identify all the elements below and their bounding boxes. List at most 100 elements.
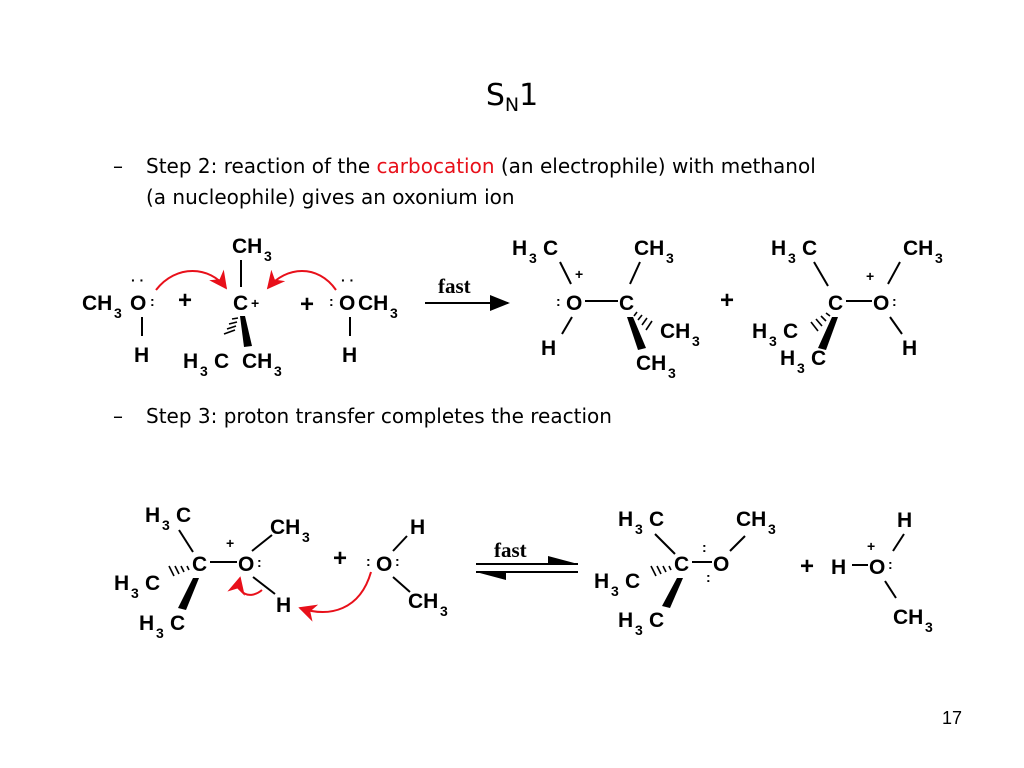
svg-text:C: C xyxy=(828,292,843,315)
svg-text:+: + xyxy=(575,266,583,282)
svg-text::: : xyxy=(150,293,155,309)
svg-text:H: H xyxy=(114,572,129,595)
svg-text:3: 3 xyxy=(768,521,776,537)
svg-text:H: H xyxy=(771,237,786,260)
svg-text::: : xyxy=(892,293,897,309)
svg-text:H: H xyxy=(618,508,633,531)
svg-text:H: H xyxy=(594,570,609,593)
svg-text:3: 3 xyxy=(114,305,122,321)
svg-text:3: 3 xyxy=(131,585,139,601)
methanol-left: · · CH 3 O : H xyxy=(82,272,155,367)
electron-arrow xyxy=(266,269,337,291)
svg-text::: : xyxy=(395,553,400,569)
svg-text:H: H xyxy=(618,609,633,632)
svg-text:H: H xyxy=(145,504,160,527)
svg-text:H: H xyxy=(752,320,767,343)
svg-text::: : xyxy=(706,569,711,585)
svg-text:+: + xyxy=(866,268,874,284)
svg-text:3: 3 xyxy=(390,305,398,321)
svg-text::: : xyxy=(556,293,561,309)
fast-label: fast xyxy=(494,538,527,562)
svg-text:CH: CH xyxy=(232,235,262,258)
bullet-dash: – xyxy=(113,154,123,178)
plus-sign: + xyxy=(333,545,347,572)
svg-text:H: H xyxy=(183,350,198,373)
svg-text:· ·: · · xyxy=(131,272,144,288)
svg-text:3: 3 xyxy=(529,250,537,266)
svg-text:O: O xyxy=(238,553,254,576)
svg-text:H: H xyxy=(831,556,846,579)
svg-text:C: C xyxy=(619,292,634,315)
svg-text:H: H xyxy=(780,347,795,370)
carbocation-highlight: carbocation xyxy=(376,154,495,178)
svg-text:O: O xyxy=(339,292,355,315)
bullet-step-3: Step 3: proton transfer completes the re… xyxy=(146,404,612,428)
slide-title: SN1 xyxy=(485,78,539,116)
electron-arrow xyxy=(227,576,263,596)
bullet-step-2: Step 2: reaction of the carbocation (an … xyxy=(146,154,816,209)
svg-text:O: O xyxy=(376,553,392,576)
svg-text:H: H xyxy=(134,344,149,367)
svg-text:CH: CH xyxy=(736,508,766,531)
svg-text:C: C xyxy=(783,320,798,343)
ether-product: H 3 C C : O : CH 3 H 3 C H 3 C xyxy=(594,508,776,638)
svg-text:CH: CH xyxy=(903,237,933,260)
solid-wedge xyxy=(662,578,683,608)
svg-text:CH: CH xyxy=(893,606,923,629)
svg-text:3: 3 xyxy=(692,333,700,349)
svg-text:H: H xyxy=(897,509,912,532)
svg-text:3: 3 xyxy=(440,603,448,619)
svg-text:C: C xyxy=(233,292,248,315)
svg-text:3: 3 xyxy=(611,583,619,599)
plus-sign: + xyxy=(178,287,192,314)
svg-text:C: C xyxy=(543,237,558,260)
svg-text:3: 3 xyxy=(156,625,164,641)
svg-text:3: 3 xyxy=(274,363,282,379)
svg-text:3: 3 xyxy=(925,619,933,635)
svg-text:3: 3 xyxy=(666,250,674,266)
oxonium-reactant: H 3 C C + O : CH 3 H H 3 C H 3 xyxy=(114,504,310,641)
hashed-wedge xyxy=(650,565,672,577)
svg-text:CH: CH xyxy=(408,590,438,613)
svg-text:3: 3 xyxy=(200,363,208,379)
solid-wedge xyxy=(818,317,838,350)
methanol-right: · · : O CH 3 H xyxy=(329,272,398,367)
svg-text:C: C xyxy=(811,347,826,370)
plus-sign: + xyxy=(300,291,314,318)
svg-text:3: 3 xyxy=(797,360,805,376)
plus-sign: + xyxy=(720,287,734,314)
svg-text:C: C xyxy=(176,504,191,527)
svg-text:C: C xyxy=(192,553,207,576)
svg-text:O: O xyxy=(566,292,582,315)
svg-text:+: + xyxy=(226,535,234,551)
svg-text:CH: CH xyxy=(358,292,388,315)
svg-text:CH: CH xyxy=(270,516,300,539)
plus-sign: + xyxy=(800,553,814,580)
carbocation: CH 3 C + H 3 C CH 3 xyxy=(183,235,282,379)
svg-text:CH: CH xyxy=(636,352,666,375)
svg-text:H: H xyxy=(512,237,527,260)
svg-text:C: C xyxy=(214,350,229,373)
svg-text:H: H xyxy=(410,516,425,539)
svg-text:H: H xyxy=(139,612,154,635)
svg-text:O: O xyxy=(873,292,889,315)
svg-text::: : xyxy=(366,553,371,569)
svg-text:H: H xyxy=(902,337,917,360)
svg-text::: : xyxy=(257,554,262,570)
svg-text::: : xyxy=(888,556,893,572)
electron-arrow xyxy=(155,269,228,291)
svg-text:3: 3 xyxy=(769,333,777,349)
solid-wedge xyxy=(240,316,252,347)
svg-text::: : xyxy=(702,539,707,555)
svg-text:C: C xyxy=(170,612,185,635)
svg-text:O: O xyxy=(130,292,146,315)
svg-text:CH: CH xyxy=(660,320,690,343)
svg-text:3: 3 xyxy=(162,517,170,533)
svg-text:+: + xyxy=(867,538,875,554)
svg-text:CH: CH xyxy=(82,292,112,315)
svg-text:H: H xyxy=(342,344,357,367)
hashed-wedge xyxy=(810,312,831,332)
svg-text:C: C xyxy=(674,553,689,576)
svg-text:H: H xyxy=(276,594,291,617)
